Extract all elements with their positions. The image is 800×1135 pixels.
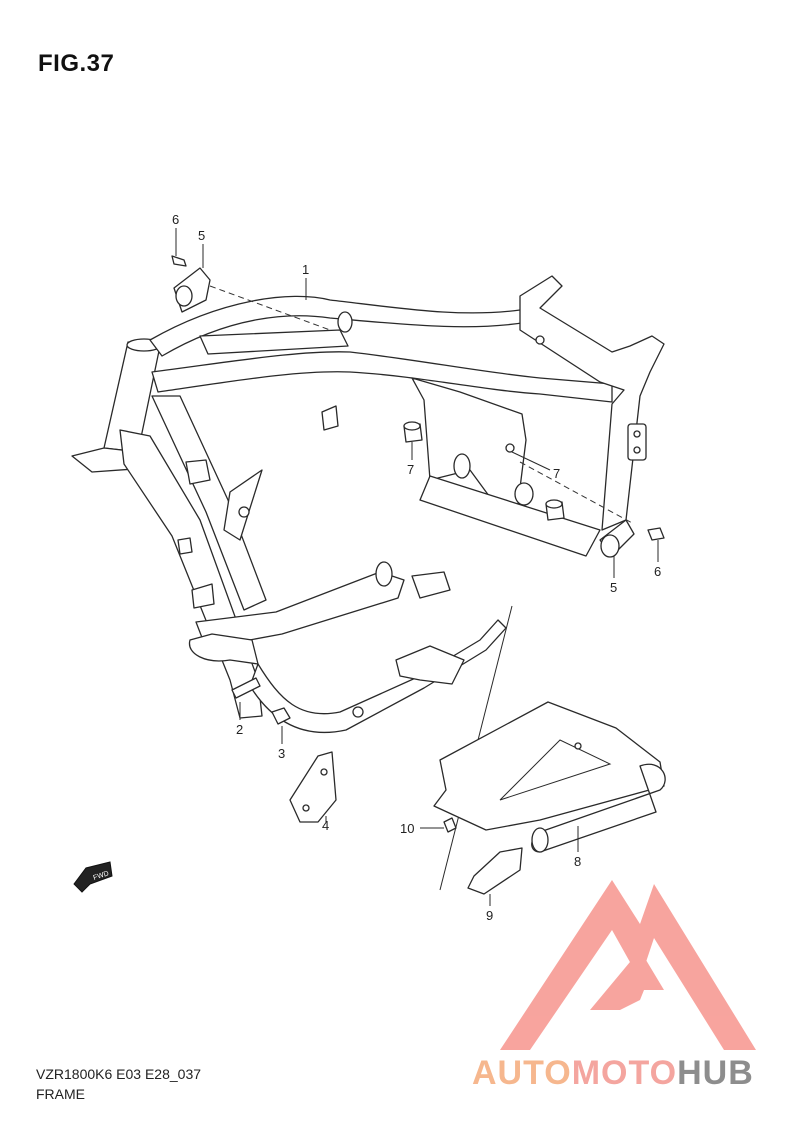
callout-5-left: 5 xyxy=(198,228,205,243)
mount-tab-b xyxy=(177,537,193,555)
callout-6-right: 6 xyxy=(654,564,661,579)
cross-tube-end xyxy=(453,453,471,479)
nut-3 xyxy=(271,707,291,744)
rear-plate xyxy=(627,423,647,461)
left-bracket-group xyxy=(171,228,331,331)
upper-tube-right xyxy=(151,351,613,403)
bolt-2 xyxy=(231,677,261,720)
mount-tab-d xyxy=(321,405,339,431)
callout-6-left: 6 xyxy=(172,212,179,227)
cradle-bend xyxy=(188,633,259,665)
callout-9: 9 xyxy=(486,908,493,923)
mount-tab-c xyxy=(191,583,215,609)
callout-5-right: 5 xyxy=(610,580,617,595)
callout-7-right: 7 xyxy=(553,466,560,481)
bracket-4 xyxy=(289,751,337,823)
engine-mount xyxy=(411,571,451,599)
mount-tab-a xyxy=(185,459,211,485)
fwd-label: FWD xyxy=(92,870,109,882)
downtube-right xyxy=(151,395,267,611)
cross-member xyxy=(419,475,601,557)
cradle-bracket xyxy=(395,645,465,685)
cross-brace xyxy=(199,329,349,355)
cradle-tube-end xyxy=(375,561,393,587)
bushings-7 xyxy=(403,421,565,521)
right-bracket-group xyxy=(519,461,665,578)
callout-4: 4 xyxy=(322,818,329,833)
cover-9 xyxy=(467,847,523,906)
callout-2: 2 xyxy=(236,722,243,737)
callout-7-left: 7 xyxy=(407,462,414,477)
watermark-part-1: AUTO xyxy=(472,1054,572,1092)
bearing xyxy=(514,482,534,506)
rear-subframe xyxy=(519,275,665,531)
callout-8: 8 xyxy=(574,854,581,869)
callout-3: 3 xyxy=(278,746,285,761)
figure-title: FIG.37 xyxy=(38,50,115,77)
bolt-6-left xyxy=(171,255,187,267)
watermark-text: AUTOMOTOHUB xyxy=(472,1054,754,1093)
fwd-arrow-icon: FWD xyxy=(73,861,113,893)
gusset-plate xyxy=(223,469,263,541)
callout-10: 10 xyxy=(400,821,414,836)
watermark-logo xyxy=(500,880,756,1050)
figure-name: FRAME xyxy=(36,1086,85,1102)
bolt-10 xyxy=(420,817,457,833)
bolt-6-right xyxy=(647,527,665,541)
frame-main xyxy=(71,275,665,734)
figure-code: VZR1800K6 E03 E28_037 xyxy=(36,1066,202,1082)
watermark-part-3: HUB xyxy=(677,1054,754,1092)
watermark-part-2: MOTO xyxy=(571,1054,678,1092)
callout-1: 1 xyxy=(302,262,309,277)
skid-plate-8 xyxy=(433,701,666,853)
tube-end xyxy=(337,311,353,333)
